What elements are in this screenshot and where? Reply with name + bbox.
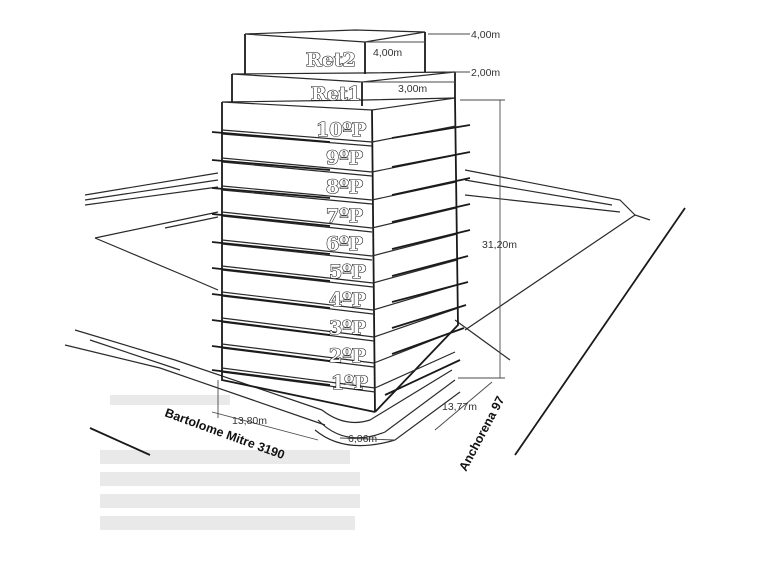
floor-label-ret2: Ret2 [306, 49, 356, 71]
ghost-shadow [100, 395, 360, 530]
floor-label-6: 6ºP [326, 233, 363, 255]
dimension-labels: 4,00m 4,00m 3,00m 2,00m 31,20m 13,80m 13… [232, 29, 517, 445]
plot-outline [64, 169, 686, 456]
building-body [221, 97, 459, 413]
floor-label-2: 2ºP [329, 345, 366, 367]
dim-height: 31,20m [482, 239, 517, 251]
dim-ret1-setback: 2,00m [471, 67, 500, 79]
dim-ret1-depth: 3,00m [398, 83, 427, 95]
dimension-lines [211, 33, 505, 441]
floor-label-10: 10ºP [316, 119, 366, 141]
ret2-volume [244, 29, 426, 74]
floor-label-8: 8ºP [326, 176, 363, 198]
dim-ret2-depth: 4,00m [373, 47, 402, 59]
floor-label-5: 5ºP [329, 261, 366, 283]
dim-front-right: 13,77m [442, 401, 477, 413]
floor-label-ret1: Ret1 [311, 83, 361, 105]
floor-label-7: 7ºP [326, 205, 363, 227]
floor-label-4: 4ºP [329, 289, 366, 311]
floor-label-3: 3ºP [329, 317, 366, 339]
dim-corner: 6,06m [348, 433, 377, 445]
dim-ret2-setback: 4,00m [471, 29, 500, 41]
corner-ground [314, 369, 461, 447]
dim-front-left: 13,80m [232, 415, 267, 427]
balconies [211, 124, 471, 396]
floor-label-9: 9ºP [326, 147, 363, 169]
floor-labels: Ret2 Ret1 10ºP 9ºP 8ºP 7ºP 6ºP 5ºP 4ºP 3… [305, 48, 368, 394]
floor-label-1: 1ºP [331, 372, 368, 394]
